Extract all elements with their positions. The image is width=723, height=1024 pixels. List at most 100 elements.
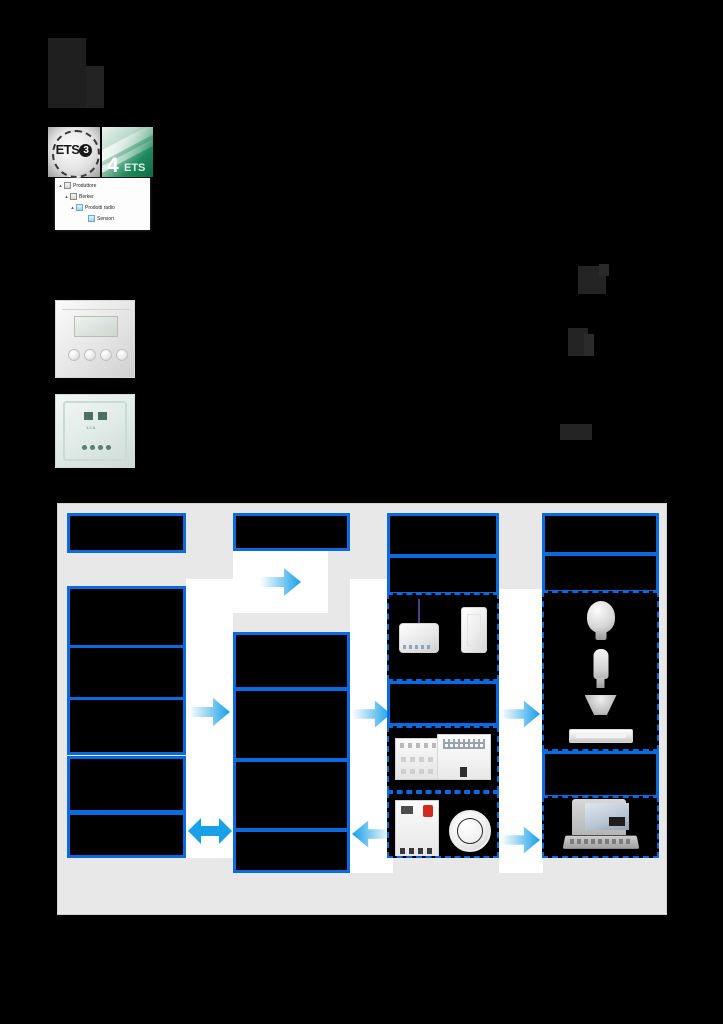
arrow-col3-to-col2 — [350, 814, 393, 854]
breaker-terminals — [400, 848, 434, 854]
din-led-grid — [443, 739, 485, 749]
column-2-cell-4[interactable] — [233, 829, 350, 873]
rf-terminal-strip — [403, 645, 433, 649]
laptop-screen — [584, 803, 629, 830]
din-actuators-illustration — [391, 730, 495, 788]
diagram-column-2 — [233, 504, 350, 914]
laptop-photo[interactable] — [542, 796, 659, 858]
gutter-col1-col2 — [186, 579, 233, 858]
thermostat-display — [74, 316, 118, 337]
tree-item-prodotti-radio[interactable]: ▴ Prodotti radio — [55, 202, 150, 213]
tree-item-label: Produttore — [73, 182, 97, 189]
halogen-spot-icon — [584, 695, 617, 715]
column-1-cell-2[interactable] — [67, 645, 186, 700]
column-4-header[interactable] — [542, 513, 659, 555]
insert-label: 1.2 A — [86, 425, 96, 430]
thermostat-button — [68, 349, 80, 361]
arrow-col3-to-col4 — [499, 694, 543, 734]
arrow-right-icon — [501, 700, 541, 728]
knx-rf-devices-photo[interactable] — [387, 593, 499, 681]
column-4-subheader[interactable] — [542, 553, 659, 593]
tree-item-label: Sensori — [97, 215, 114, 222]
arrow-right-icon — [501, 826, 541, 854]
insert-contact — [82, 445, 87, 450]
faint-glyph-upper-notch — [599, 264, 609, 276]
arrow-col2-to-col3 — [350, 694, 393, 734]
column-2-cell-2[interactable] — [233, 688, 350, 761]
column-1-header[interactable] — [67, 513, 186, 553]
room-thermostat-photo — [55, 300, 135, 378]
din-button-row — [401, 757, 447, 762]
insert-contact — [90, 445, 95, 450]
diagram-column-4 — [542, 504, 659, 914]
column-3-header[interactable] — [387, 513, 499, 557]
din-rail-actuators-photo[interactable] — [387, 726, 499, 792]
arrow-col2-top-panel — [233, 551, 328, 613]
insert-contact — [106, 445, 111, 450]
tree-expander-icon[interactable]: ▴ — [59, 182, 62, 189]
laptop-keyboard — [569, 839, 630, 844]
rf-wall-transmitter — [461, 607, 487, 653]
insert-chip — [98, 412, 107, 420]
ets4-logo: 4 ETS — [102, 127, 153, 177]
column-4-cell-1[interactable] — [542, 751, 659, 798]
lamps-photo[interactable] — [542, 591, 659, 751]
ets4-logo-number: 4 — [107, 154, 119, 177]
din-terminal-row — [400, 743, 448, 748]
radio-folder-icon — [76, 204, 83, 211]
folder-icon — [70, 193, 77, 200]
incandescent-bulb-icon — [586, 601, 615, 633]
ets3-logo-version: 3 — [79, 144, 93, 157]
column-3-subheader[interactable] — [387, 555, 499, 595]
breaker-detector-illustration — [391, 796, 495, 856]
faint-glyph-middle-notch — [584, 334, 594, 356]
tree-item-produttore[interactable]: ▴ Produttore — [55, 180, 150, 191]
faint-glyph-middle-icon — [568, 328, 594, 356]
thermostat-button — [116, 349, 128, 361]
din-terminal-row-lower — [401, 769, 447, 774]
tree-item-label: Berker — [79, 193, 94, 200]
column-2-cell-3[interactable] — [233, 759, 350, 831]
circuit-breaker — [395, 800, 439, 856]
tree-expander-icon[interactable]: ▴ — [65, 193, 68, 200]
column-1-cell-4[interactable] — [67, 756, 186, 813]
arrow-left-icon — [351, 820, 391, 848]
ets3-logo-name: ETS — [55, 142, 80, 157]
document-glyph-part-secondary — [86, 66, 104, 108]
din-bus-plug — [460, 767, 467, 777]
fluorescent-tube-icon — [568, 729, 633, 743]
arrow-col1-to-col2 — [186, 692, 233, 732]
insert-chip — [84, 412, 93, 420]
column-1-cell-5[interactable] — [67, 812, 186, 858]
din-actuator-right — [437, 734, 491, 780]
diagram-column-1 — [67, 504, 186, 914]
insert-mounting-frame — [63, 401, 127, 461]
laptop-lid — [571, 799, 629, 835]
tree-item-sensori[interactable]: Sensori — [55, 213, 150, 224]
tree-item-berker[interactable]: ▴ Berker — [55, 191, 150, 202]
arrow-bidirectional-icon — [187, 818, 232, 844]
system-architecture-diagram — [57, 503, 667, 915]
gutter-col3-col4 — [499, 589, 543, 873]
thermostat-button — [100, 349, 112, 361]
presence-detector — [449, 810, 491, 852]
breaker-and-presence-detector-photo[interactable] — [387, 792, 499, 858]
column-2-cell-1[interactable] — [233, 632, 350, 690]
column-2-header[interactable] — [233, 513, 350, 551]
diagram-column-3 — [387, 504, 499, 914]
tree-expander-icon[interactable]: ▴ — [71, 204, 74, 211]
gutter-col2-col3 — [350, 579, 393, 873]
column-1-cell-3[interactable] — [67, 697, 186, 755]
faint-glyph-upper-icon — [578, 264, 609, 294]
arrow-right-icon — [188, 698, 230, 726]
column-1-cell-1[interactable] — [67, 586, 186, 648]
flush-mounted-insert-photo: 1.2 A — [55, 394, 135, 468]
column-3-cell-1[interactable] — [387, 681, 499, 726]
arrow-right-icon — [259, 568, 301, 596]
radio-folder-icon — [88, 215, 95, 222]
product-tree[interactable]: ▴ Produttore ▴ Berker ▴ Prodotti radio S… — [55, 178, 150, 230]
arrow-col3-to-col4-bottom — [499, 820, 543, 860]
